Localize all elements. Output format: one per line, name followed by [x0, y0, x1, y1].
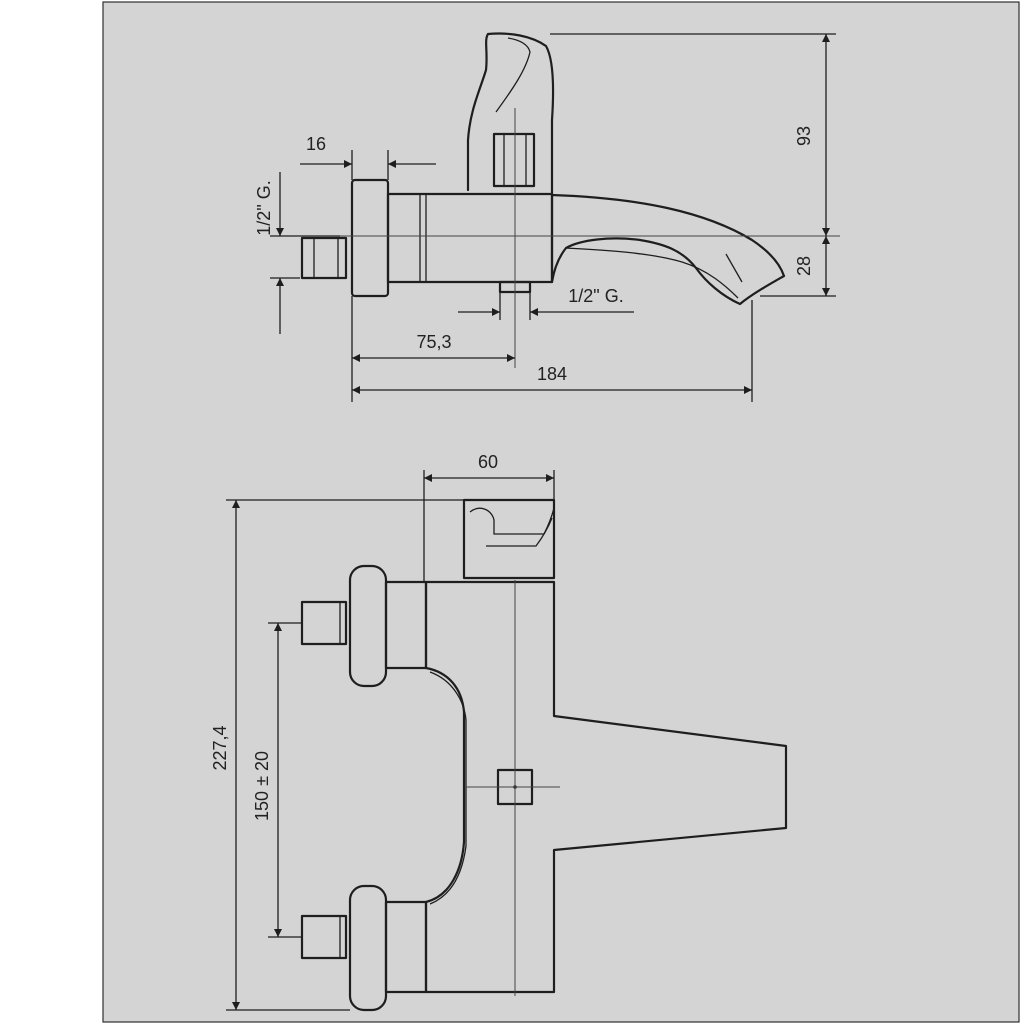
side-dimension-labels: 1/2" G. 16 93 28 1/2" G. 75,3 184 — [254, 126, 814, 384]
outlet-thread-label: 1/2" G. — [568, 286, 623, 306]
flange-thickness-label: 16 — [306, 134, 326, 154]
drawing-background — [102, 1, 1020, 1023]
inlet-spacing-label: 150 ± 20 — [252, 751, 272, 821]
top-lever-block — [462, 498, 556, 580]
outlet-offset-label: 75,3 — [416, 332, 451, 352]
overall-width-label: 227,4 — [210, 725, 230, 770]
side-dimensions — [270, 33, 836, 402]
handle-height-label: 93 — [794, 126, 814, 146]
side-inlet-nipple — [300, 236, 348, 280]
top-view — [300, 498, 788, 1012]
top-dimension-labels: 60 227,4 150 ± 20 — [210, 452, 498, 821]
side-spout — [550, 193, 786, 306]
overall-length-label: 184 — [537, 364, 567, 384]
spout-drop-label: 28 — [794, 256, 814, 276]
top-dimensions — [226, 470, 555, 1011]
side-view — [280, 32, 840, 368]
body-width-label: 60 — [478, 452, 498, 472]
inlet-thread-label: 1/2" G. — [254, 180, 274, 235]
top-mixer-body — [424, 580, 788, 994]
side-lever-handle — [466, 32, 555, 196]
